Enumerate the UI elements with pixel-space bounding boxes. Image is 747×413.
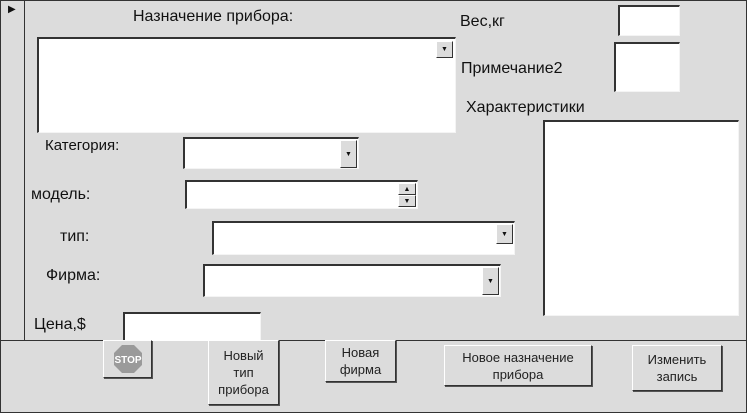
purpose-label: Назначение прибора:: [133, 8, 294, 25]
characteristics-label: Характеристики: [466, 99, 585, 116]
model-label: модель:: [31, 186, 91, 203]
new-purpose-button[interactable]: Новое назначение прибора: [444, 345, 592, 386]
svg-text:STOP: STOP: [114, 355, 141, 366]
new-firm-button[interactable]: Новая фирма: [325, 340, 396, 382]
characteristics-textarea[interactable]: [543, 120, 739, 316]
spin-up-icon[interactable]: ▲: [398, 183, 416, 195]
note2-input[interactable]: [614, 42, 680, 92]
type-combo[interactable]: ▼: [212, 221, 515, 255]
edit-record-button[interactable]: Изменить запись: [632, 345, 722, 391]
spin-down-icon[interactable]: ▼: [398, 195, 416, 207]
purpose-listbox[interactable]: ▼: [37, 37, 456, 133]
record-selector[interactable]: ▶: [0, 0, 25, 340]
type-label: тип:: [60, 228, 90, 245]
firm-combo[interactable]: ▼: [203, 264, 501, 297]
chevron-down-icon[interactable]: ▼: [496, 224, 513, 244]
chevron-down-icon[interactable]: ▼: [482, 267, 499, 295]
category-combo[interactable]: ▼: [183, 137, 359, 169]
firm-label: Фирма:: [46, 267, 101, 284]
price-label: Цена,$: [34, 316, 86, 333]
stop-icon: STOP: [113, 345, 142, 373]
chevron-down-icon[interactable]: ▼: [436, 41, 453, 58]
current-record-icon: ▶: [8, 4, 16, 15]
chevron-down-icon[interactable]: ▼: [340, 140, 357, 168]
model-input[interactable]: ▲ ▼: [185, 180, 418, 209]
category-label: Категория:: [45, 137, 120, 154]
stop-button[interactable]: STOP: [103, 340, 152, 378]
price-input[interactable]: [123, 312, 261, 341]
weight-input[interactable]: [618, 5, 680, 36]
new-type-button[interactable]: Новый тип прибора: [208, 340, 279, 405]
note2-label: Примечание2: [461, 60, 563, 77]
weight-label: Вес,кг: [460, 13, 505, 30]
